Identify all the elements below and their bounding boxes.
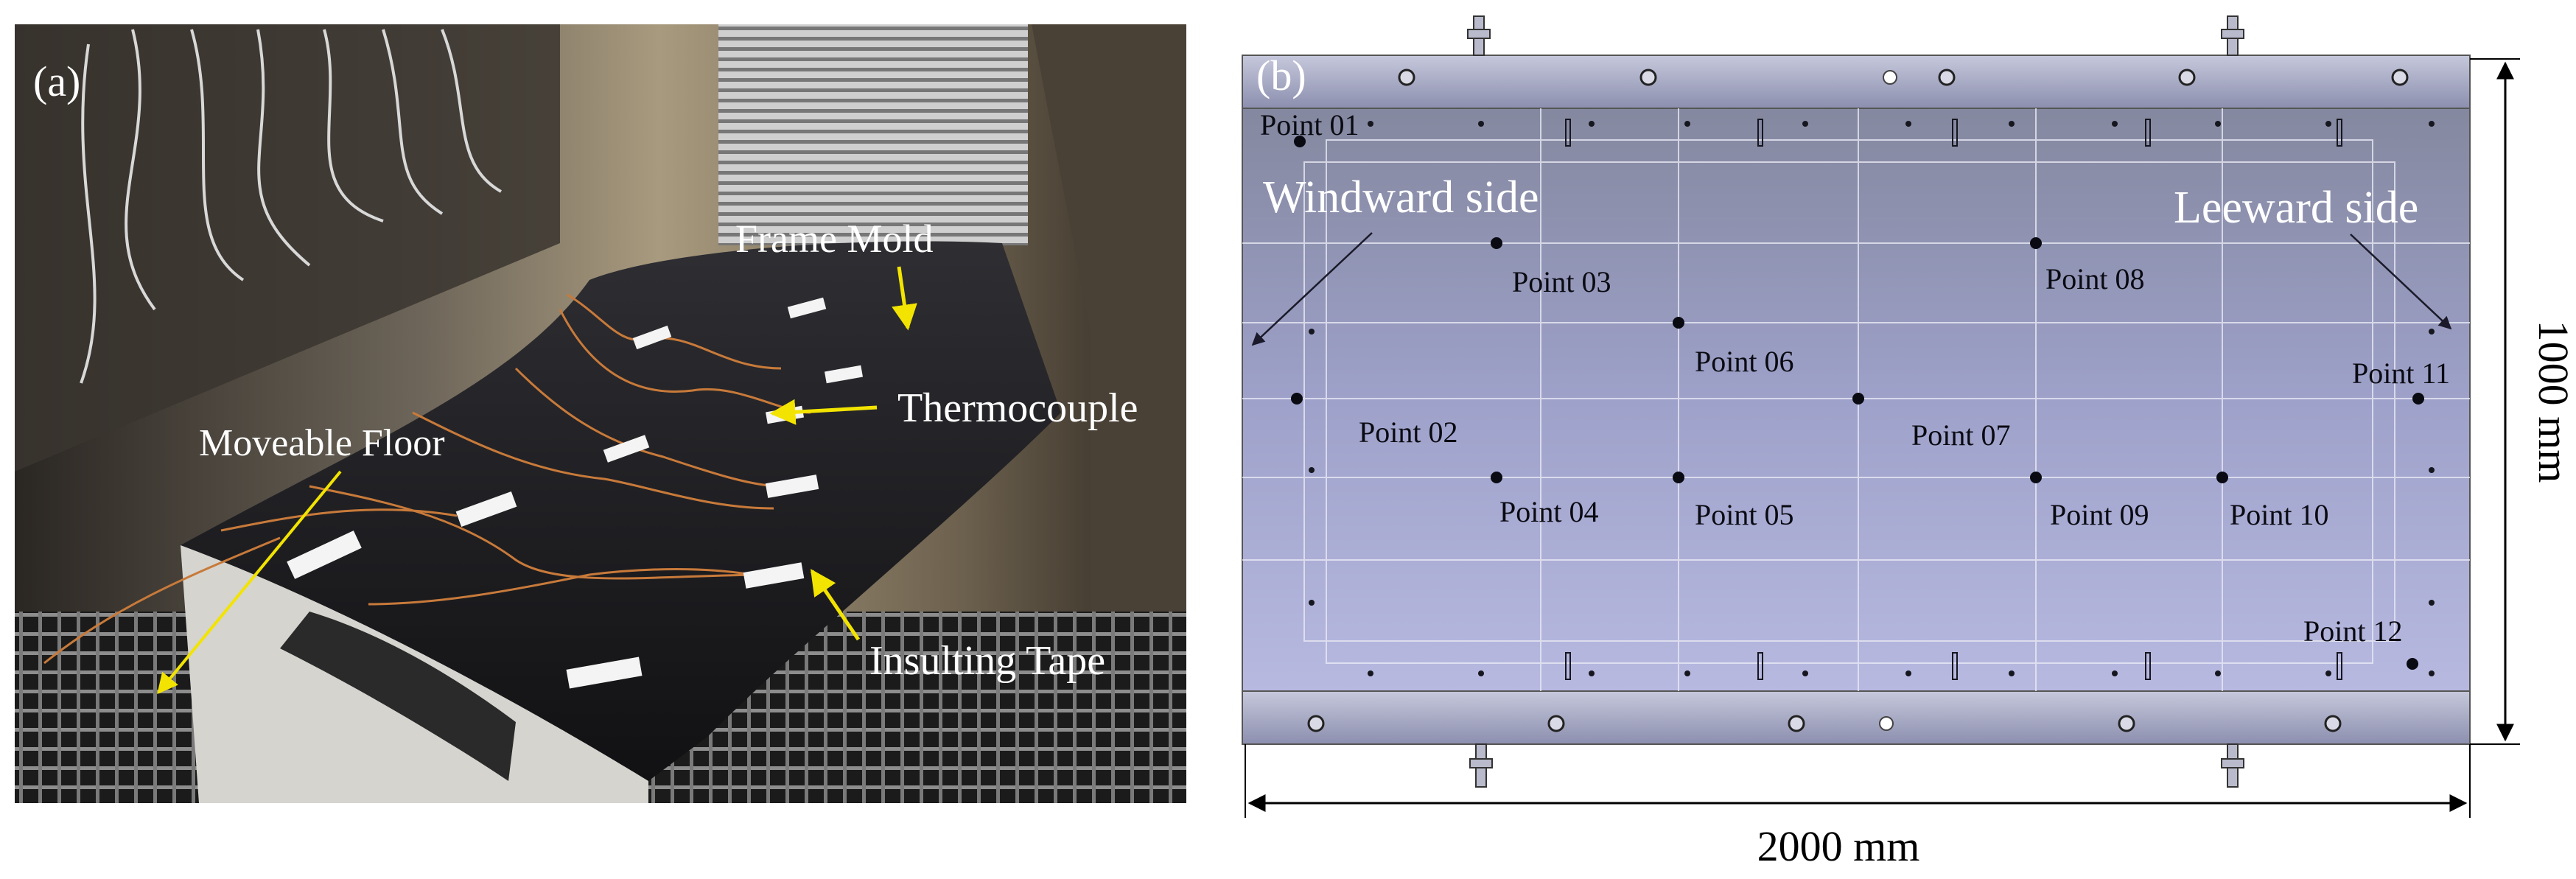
mold-base-cutout xyxy=(280,612,516,781)
thermocouple-arrow xyxy=(769,399,878,425)
insulting-tape-arrow xyxy=(810,569,861,641)
windward-arrow xyxy=(1251,232,1373,346)
point-07-label: Point 07 xyxy=(1911,419,2010,452)
point-05-dot xyxy=(1673,472,1684,483)
top-rail xyxy=(1242,55,2471,109)
width-dimension-label: 2000 mm xyxy=(1757,822,1920,870)
thermocouple-label: Thermocouple xyxy=(897,385,1138,431)
point-03-dot xyxy=(1491,237,1502,249)
insulting-tape-label: Insulting Tape xyxy=(869,638,1105,684)
point-10-dot xyxy=(2216,472,2228,483)
cables xyxy=(80,29,502,384)
height-dimension: 1000 mm xyxy=(2470,58,2576,745)
leeward-arrow xyxy=(2350,234,2452,330)
point-06-label: Point 06 xyxy=(1695,345,1793,378)
louver-vent xyxy=(718,24,1028,245)
panel-b-drawing: Point 01 Point 02 Point 03 Point 04 Poin… xyxy=(1242,15,2576,870)
point-labels: Point 01 Point 02 Point 03 Point 04 Poin… xyxy=(1260,108,2450,648)
panel-a-label: (a) xyxy=(33,57,80,105)
rail-bolts xyxy=(1307,69,2409,732)
panel-a-photo: (a) Frame Mold Thermocouple Moveable Flo… xyxy=(15,24,1186,803)
point-04-label: Point 04 xyxy=(1499,495,1598,528)
tunnel-wall xyxy=(15,24,560,472)
rail-clamps xyxy=(1467,15,2244,788)
measurement-dots xyxy=(1291,136,2424,670)
point-01-label: Point 01 xyxy=(1260,108,1359,141)
moveable-floor-label: Moveable Floor xyxy=(199,422,445,464)
point-10-label: Point 10 xyxy=(2230,498,2328,531)
windward-side-label: Windward side xyxy=(1263,172,1539,223)
point-04-dot xyxy=(1491,472,1502,483)
fixture-slots xyxy=(1565,119,2342,680)
frame-mold-arrow xyxy=(892,266,917,331)
width-dimension: 2000 mm xyxy=(1245,744,2471,870)
point-12-dot xyxy=(2407,658,2418,670)
bottom-rail xyxy=(1242,690,2471,745)
point-08-dot xyxy=(2030,237,2042,249)
point-08-label: Point 08 xyxy=(2045,262,2144,295)
point-05-label: Point 05 xyxy=(1695,498,1793,531)
tunnel-wall-right xyxy=(1032,24,1186,803)
point-09-label: Point 09 xyxy=(2050,498,2149,531)
point-02-label: Point 02 xyxy=(1359,416,1457,449)
point-01-dot xyxy=(1294,136,1306,147)
frame-mold-label: Frame Mold xyxy=(735,217,933,261)
moveable-floor-arrow xyxy=(157,470,342,695)
point-12-label: Point 12 xyxy=(2303,614,2402,648)
point-06-dot xyxy=(1673,317,1684,329)
point-02-dot xyxy=(1291,393,1303,405)
leeward-side-label: Leeward side xyxy=(2174,183,2418,233)
point-09-dot xyxy=(2030,472,2042,483)
panel-b-label: (b) xyxy=(1256,52,1306,99)
point-11-dot xyxy=(2412,393,2424,405)
point-11-label: Point 11 xyxy=(2352,357,2450,390)
point-03-label: Point 03 xyxy=(1512,265,1611,298)
fixture-holes xyxy=(1309,121,2435,676)
height-dimension-label: 1000 mm xyxy=(2530,321,2576,483)
point-07-dot xyxy=(1852,393,1864,405)
thermocouple-wires xyxy=(43,293,811,665)
